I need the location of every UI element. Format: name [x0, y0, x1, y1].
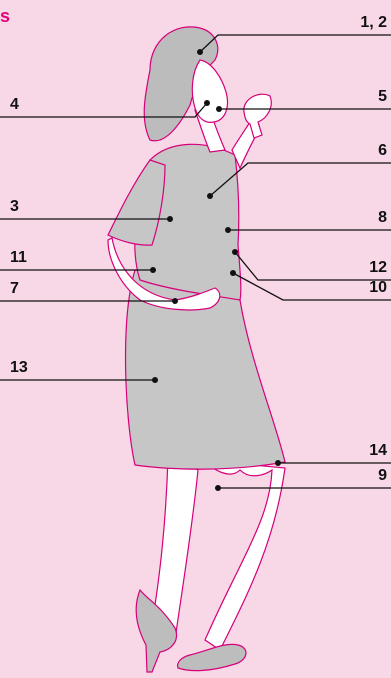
- label-3: 3: [10, 199, 19, 215]
- dot-11: [150, 267, 156, 273]
- label-9: 9: [378, 468, 387, 484]
- label-4: 4: [10, 97, 19, 113]
- dot-8: [225, 227, 231, 233]
- dot-4: [204, 100, 210, 106]
- right-shoe: [178, 644, 246, 670]
- leader-12: [235, 252, 391, 280]
- leader-10: [233, 273, 391, 300]
- dot-6: [207, 193, 213, 199]
- label-8: 8: [378, 210, 387, 226]
- label-12: 12: [369, 260, 387, 276]
- label-1-2: 1, 2: [360, 15, 387, 31]
- dot-5: [216, 106, 222, 112]
- dot-3: [167, 216, 173, 222]
- dot-10: [230, 270, 236, 276]
- label-7: 7: [10, 281, 19, 297]
- dot-12: [232, 249, 238, 255]
- label-14: 14: [369, 443, 387, 459]
- dot-14: [275, 460, 281, 466]
- dot-7: [172, 298, 178, 304]
- label-6: 6: [378, 143, 387, 159]
- dot-9: [215, 485, 221, 491]
- label-5: 5: [378, 89, 387, 105]
- label-11: 11: [10, 250, 27, 266]
- leader-1-2: [200, 35, 391, 52]
- label-13: 13: [10, 360, 28, 376]
- dot-1-2: [197, 49, 203, 55]
- dot-13: [152, 377, 158, 383]
- label-10: 10: [369, 280, 387, 296]
